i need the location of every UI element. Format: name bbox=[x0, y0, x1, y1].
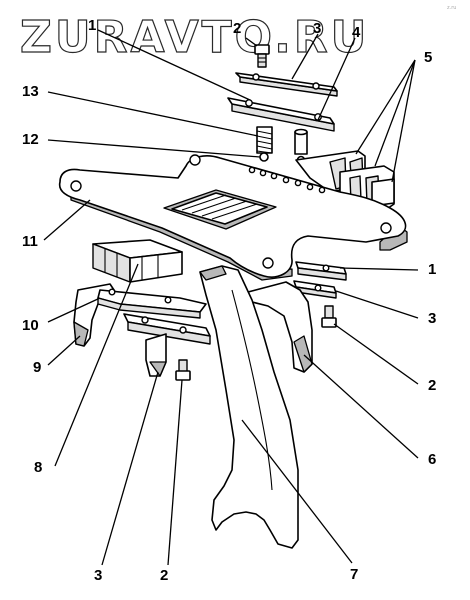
callout-1-top: 1 bbox=[88, 17, 96, 34]
callout-13: 13 bbox=[22, 83, 39, 100]
bolt-top bbox=[254, 44, 270, 68]
spring-13 bbox=[256, 126, 273, 154]
plates-right bbox=[293, 261, 347, 299]
callout-11: 11 bbox=[22, 233, 38, 250]
callout-10: 10 bbox=[22, 317, 39, 334]
plate-1-top bbox=[227, 97, 335, 132]
callout-2-right: 2 bbox=[428, 377, 436, 394]
watermark-corner-text: z.ru bbox=[447, 5, 456, 11]
callout-12: 12 bbox=[22, 131, 39, 148]
callout-5: 5 bbox=[424, 49, 432, 66]
plate-3-bottom bbox=[123, 313, 211, 345]
callout-7: 7 bbox=[350, 566, 358, 583]
callout-9: 9 bbox=[33, 359, 41, 376]
lever-7 bbox=[199, 265, 299, 549]
parts-drawing bbox=[58, 44, 408, 549]
callout-2-bottom: 2 bbox=[160, 567, 168, 584]
leader-lines bbox=[43, 29, 419, 566]
bolt-bottom bbox=[175, 359, 191, 381]
callout-3-top: 3 bbox=[313, 20, 321, 37]
fork-6 bbox=[247, 281, 313, 373]
callout-3-right: 3 bbox=[428, 310, 436, 327]
callout-6: 6 bbox=[428, 451, 436, 468]
fork-9-10 bbox=[73, 283, 207, 347]
fork-finger bbox=[145, 333, 167, 377]
callout-1-right: 1 bbox=[428, 261, 436, 278]
main-plate-11 bbox=[58, 154, 408, 281]
plate-3-top bbox=[235, 72, 338, 97]
callout-8: 8 bbox=[34, 459, 42, 476]
callout-4: 4 bbox=[352, 24, 361, 41]
watermark-text: ZURAVTO.RU bbox=[20, 12, 369, 63]
callout-3-bottom: 3 bbox=[94, 567, 102, 584]
callout-labels: 1 2 3 4 5 13 12 11 1 3 10 9 2 6 8 3 2 7 bbox=[22, 17, 436, 584]
bolt-right bbox=[321, 305, 337, 328]
ball-12 bbox=[259, 152, 269, 162]
pin-4 bbox=[294, 128, 308, 165]
callout-2-top: 2 bbox=[233, 20, 241, 37]
guide-blocks-8 bbox=[92, 239, 183, 283]
